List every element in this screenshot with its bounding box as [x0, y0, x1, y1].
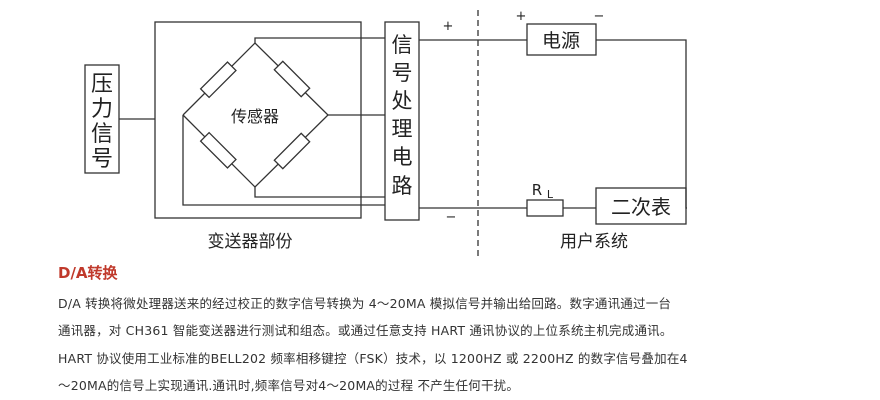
transmitter-part-label: 变送器部份: [208, 232, 293, 252]
plus-sign: +: [443, 19, 454, 34]
circuit-char: 处: [392, 89, 413, 113]
pressure-char: 力: [91, 97, 113, 122]
signal-circuit-box: [384, 21, 420, 221]
bridge-resistors: [199, 60, 311, 170]
minus-sign: −: [446, 210, 457, 225]
section-title: D/A转换: [58, 264, 118, 282]
load-resistor: [526, 199, 564, 217]
user-system-label: 用户系统: [560, 232, 628, 252]
circuit-char: 信: [392, 33, 413, 57]
rl-subscript: L: [547, 188, 554, 201]
circuit-char: 号: [392, 61, 413, 85]
body-text-line: ～20MA的信号上实现通讯.通讯时,频率信号对4～20MA的过程 不产生任何干扰…: [58, 378, 520, 393]
plus-sign: +: [516, 9, 527, 24]
circuit-char: 理: [392, 117, 413, 141]
body-text-line: D/A 转换将微处理器送来的经过校正的数字信号转换为 4～20MA 模拟信号并输…: [58, 296, 672, 311]
power-box: [526, 23, 597, 56]
pressure-char: 号: [91, 147, 113, 172]
sensor-label: 传感器: [231, 107, 279, 126]
rl-label: R: [532, 181, 542, 199]
secondary-meter-box: [595, 187, 687, 225]
body-text-line: 通讯器，对 CH361 智能变送器进行测试和组态。或通过任意支持 HART 通讯…: [58, 323, 673, 338]
circuit-char: 电: [392, 145, 413, 169]
transmitter-wiring-diagram: 压 力 信 号 信 号 处 理 电 路 传感器 变送器部份 + − + − 电源…: [84, 9, 687, 258]
pressure-char: 信: [91, 122, 113, 147]
meter-label: 二次表: [611, 195, 671, 219]
circuit-char: 路: [392, 174, 413, 198]
power-label: 电源: [542, 30, 580, 52]
body-text-line: HART 协议使用工业标准的BELL202 频率相移键控（FSK）技术，以 12…: [58, 351, 688, 366]
pressure-char: 压: [91, 72, 113, 97]
minus-sign: −: [594, 9, 605, 24]
transmitter-outline: [154, 21, 362, 219]
